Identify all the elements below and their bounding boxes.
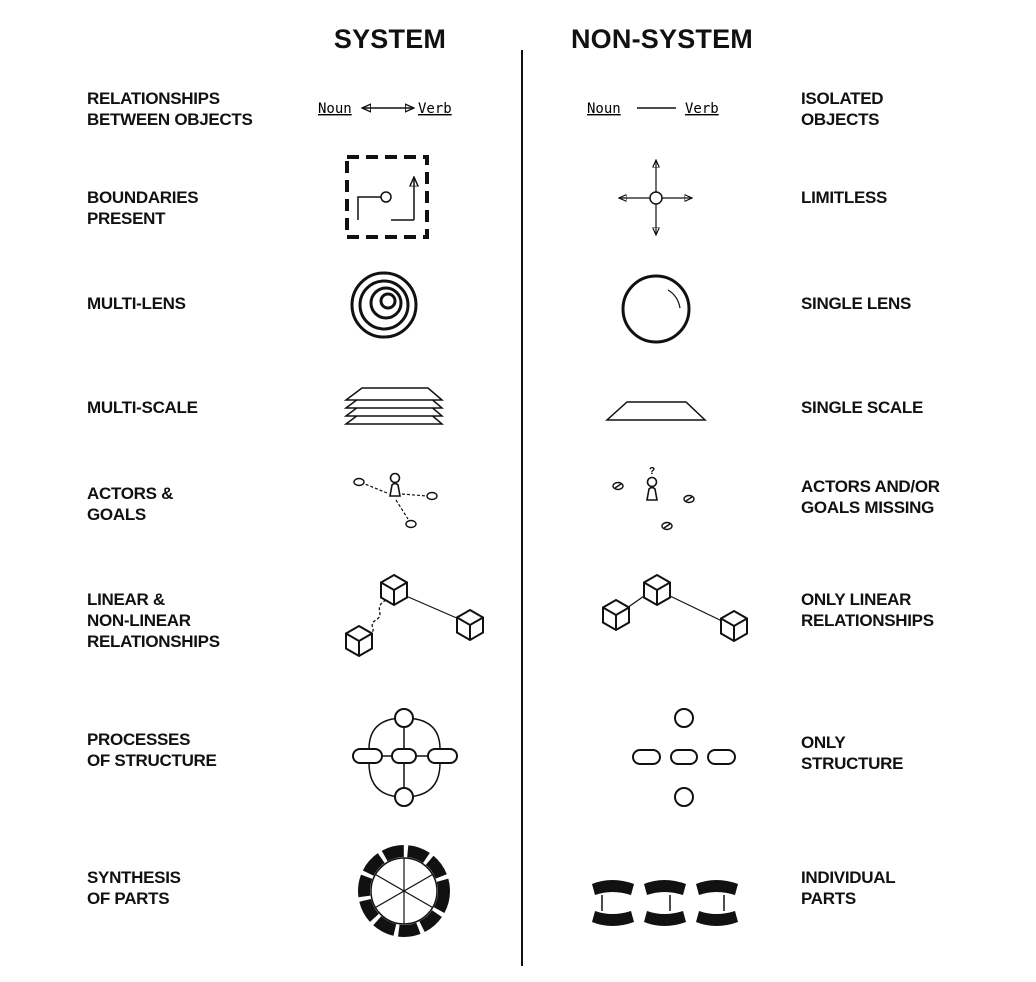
verb-text: Verb [418,101,452,117]
single-layer-icon [605,401,707,421]
system-label-actors-goals: ACTORS & GOALS [87,484,174,524]
non-system-label-single-scale: SINGLE SCALE [801,398,924,417]
missing-actor-icon: ? [612,466,695,531]
system-label-processes: PROCESSES OF STRUCTURE [87,730,217,770]
system-label-linear-nonlinear: LINEAR & NON-LINEAR RELATIONSHIPS [87,590,220,651]
separate-segments-icon [592,880,738,926]
crosshair-arrows-icon [619,160,692,235]
system-label-synthesis: SYNTHESIS OF PARTS [87,868,181,908]
system-label-multi-lens: MULTI-LENS [87,294,186,313]
verb-text-isolated: Verb [685,101,719,117]
system-label-boundaries: BOUNDARIES PRESENT [87,188,199,228]
single-circle-icon [621,274,691,344]
connected-nodes-icon [352,708,458,807]
non-system-label-limitless: LIMITLESS [801,188,888,207]
non-system-label-only-linear: ONLY LINEAR RELATIONSHIPS [801,590,934,630]
non-system-header: NON-SYSTEM [570,24,753,54]
noun-text: Noun [318,101,352,117]
noun-text-isolated: Noun [587,101,621,117]
noun-verb-arrow-icon: Noun Verb [318,101,452,117]
actor-goals-icon [353,472,438,529]
cubes-mixed-links-icon [345,574,484,657]
non-system-label-actors-missing: ACTORS AND/OR GOALS MISSING [801,477,940,517]
disconnected-nodes-icon [632,708,736,807]
dashed-boundary-icon [345,155,429,239]
non-system-label-only-structure: ONLY STRUCTURE [801,733,904,773]
stacked-layers-icon [343,387,445,425]
system-label-multi-scale: MULTI-SCALE [87,398,198,417]
system-label-relationships: RELATIONSHIPS BETWEEN OBJECTS [87,89,253,129]
cubes-linear-links-icon [602,574,748,642]
non-system-label-isolated: ISOLATED OBJECTS [801,89,884,129]
non-system-label-individual: INDIVIDUAL PARTS [801,868,896,908]
noun-verb-line-icon: Noun Verb [587,101,719,117]
system-header: SYSTEM [333,24,447,54]
assembled-ring-icon [358,845,450,937]
non-system-label-single-lens: SINGLE LENS [801,294,912,313]
question-mark: ? [649,466,655,477]
concentric-circles-icon [350,271,418,339]
column-divider [521,50,523,966]
